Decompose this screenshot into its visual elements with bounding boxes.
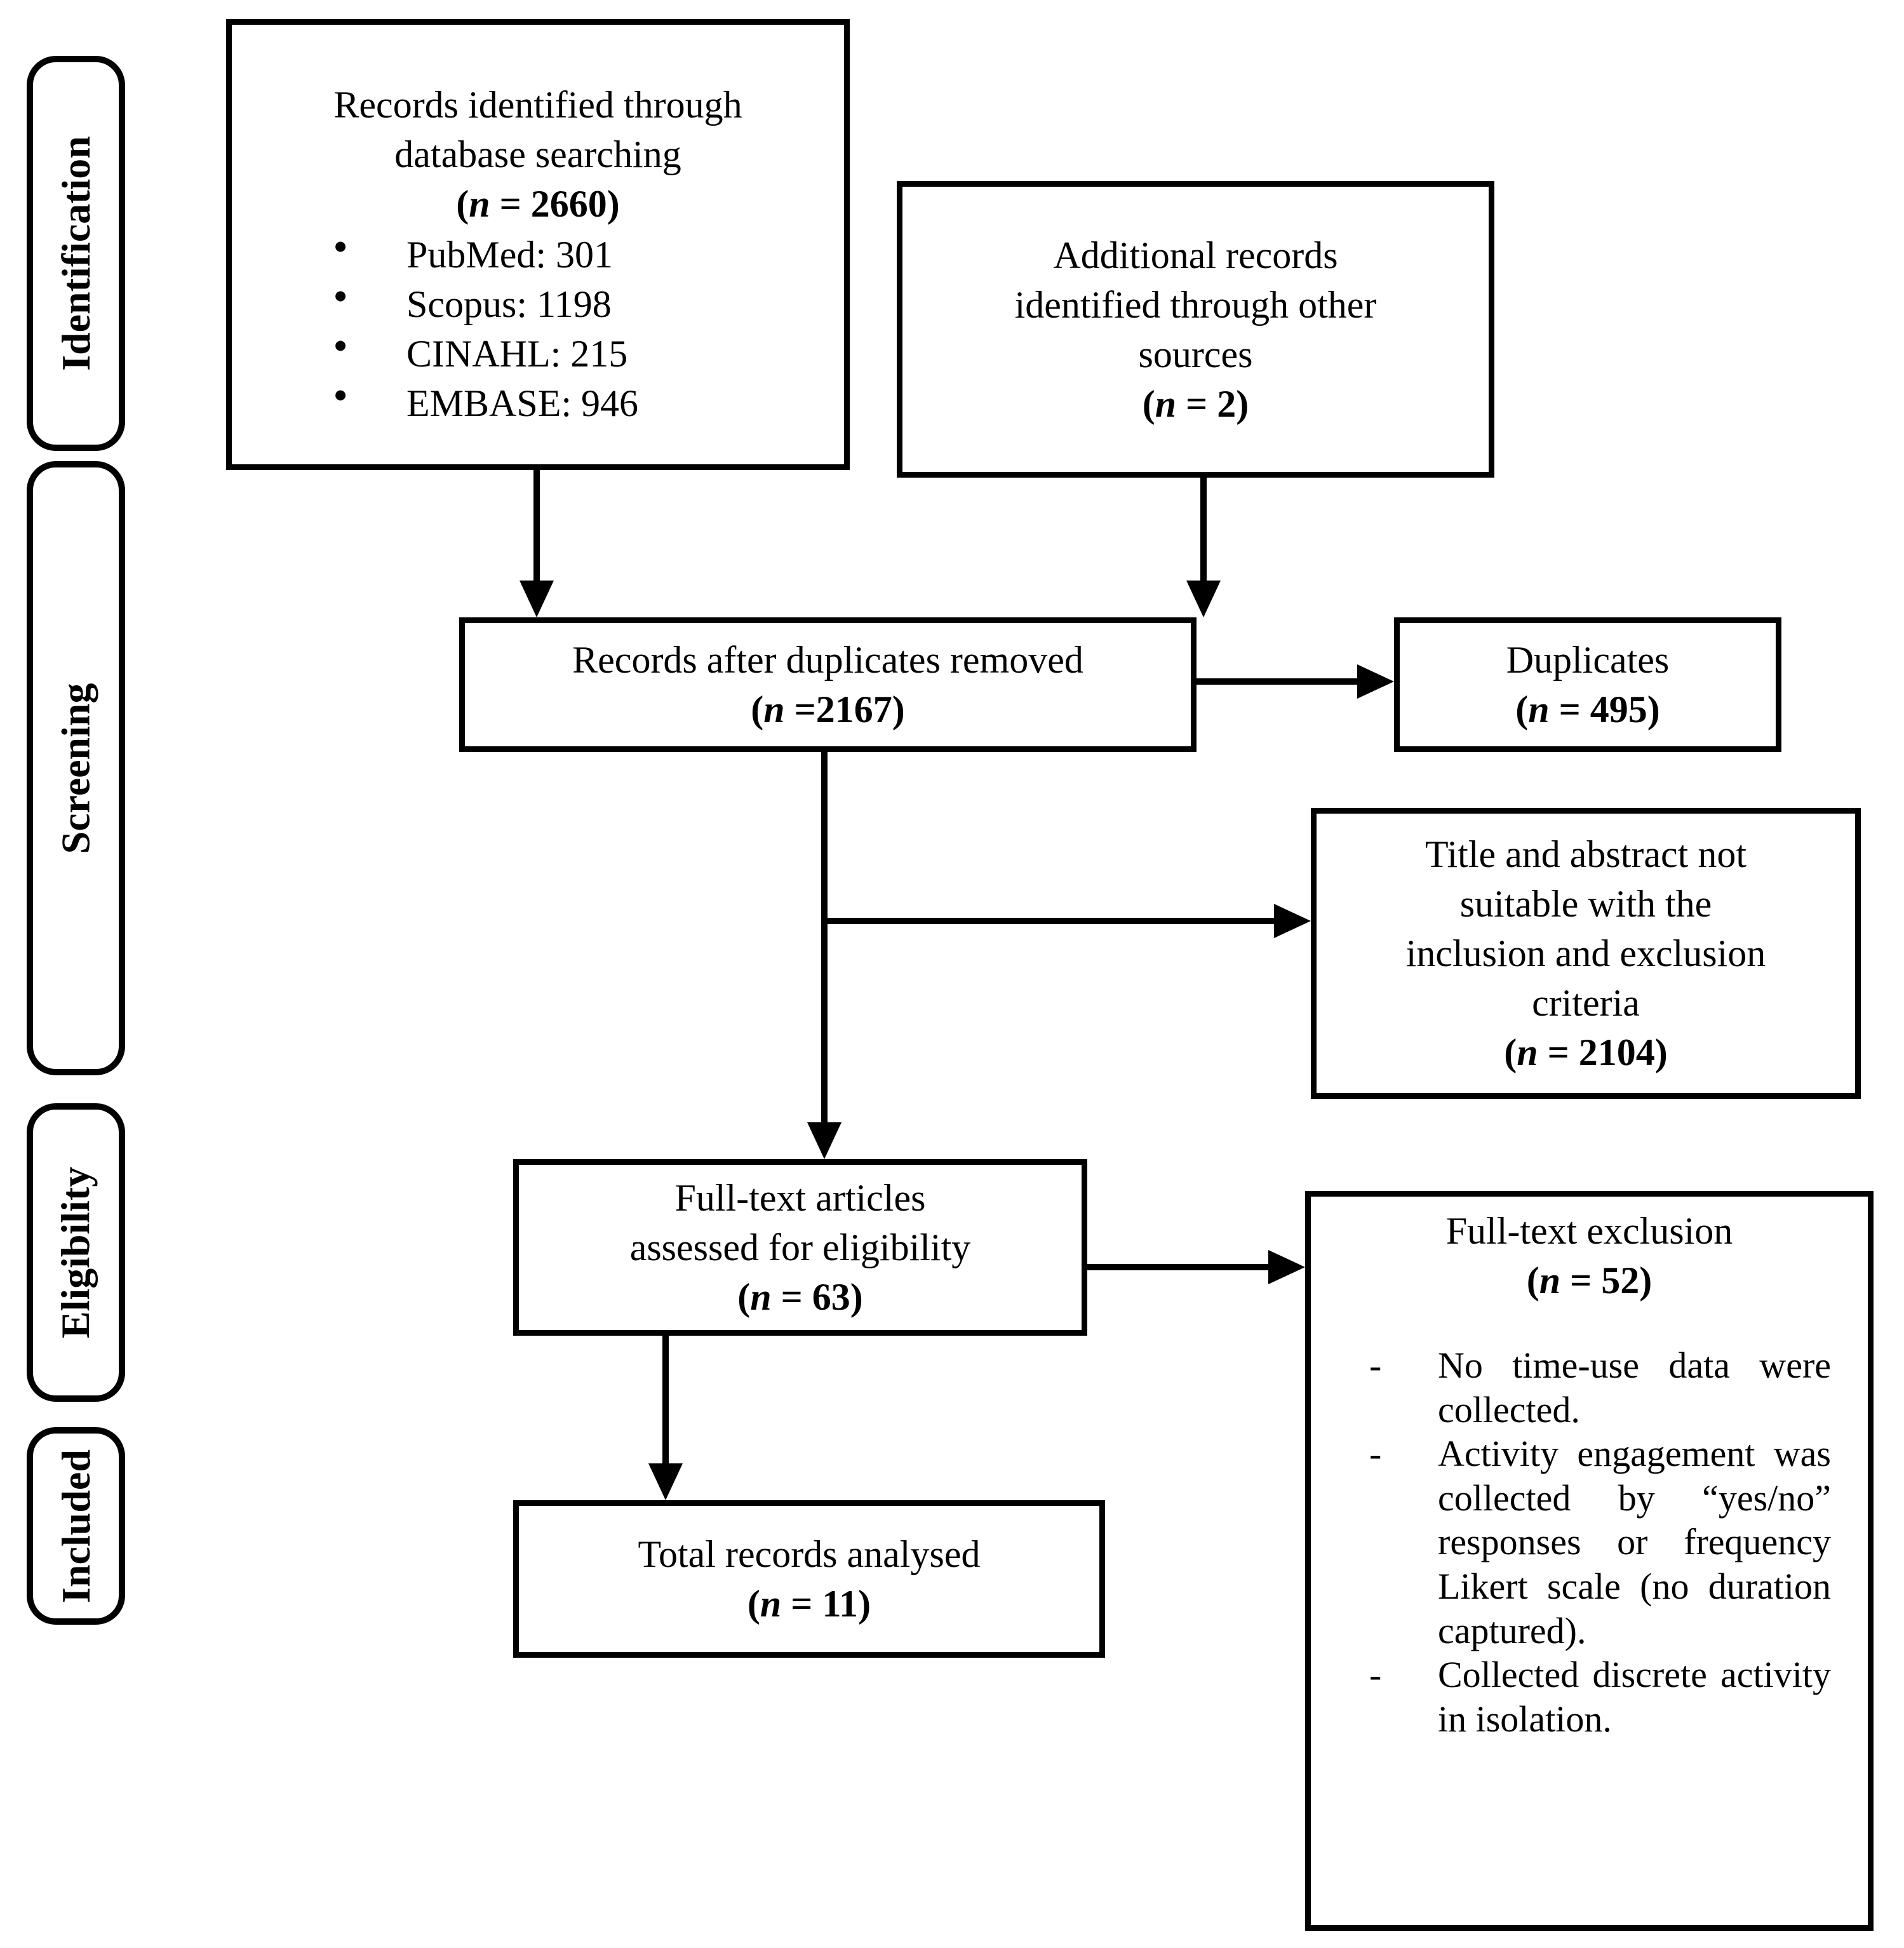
arrowhead-fulltext-to-exclusion bbox=[1268, 1250, 1305, 1284]
box-total-analysed-line1: Total records analysed bbox=[638, 1533, 981, 1575]
connector-additional-to-deduped bbox=[1200, 478, 1207, 584]
box-additional-records-line3: sources bbox=[1138, 333, 1253, 375]
box-title-abstract-excluded-count: (n = 2104) bbox=[1504, 1031, 1668, 1073]
bullet-pubmed: PubMed: 301 bbox=[333, 230, 638, 279]
box-records-after-duplicates-line1: Records after duplicates removed bbox=[572, 639, 1083, 681]
box-duplicates-line1: Duplicates bbox=[1506, 639, 1670, 681]
box-fulltext-assessed-count: (n = 63) bbox=[737, 1276, 863, 1318]
connector-fulltext-to-analysed bbox=[662, 1336, 669, 1465]
bullet-scopus: Scopus: 1198 bbox=[333, 279, 638, 329]
arrowhead-identified-to-deduped bbox=[520, 581, 554, 617]
stage-label-eligibility-text: Eligibility bbox=[53, 1166, 98, 1339]
box-fulltext-assessed-line2: assessed for eligibility bbox=[629, 1226, 971, 1268]
connector-identified-to-deduped bbox=[533, 470, 540, 584]
connector-deduped-to-fulltext bbox=[821, 752, 828, 1124]
arrowhead-spine-to-title-abstract bbox=[1274, 904, 1311, 938]
stage-label-eligibility: Eligibility bbox=[27, 1103, 125, 1402]
exclusion-reason-2: Activity engagement was collected by “ye… bbox=[1343, 1432, 1836, 1653]
arrowhead-additional-to-deduped bbox=[1186, 581, 1221, 617]
bullet-cinahl: CINAHL: 215 bbox=[333, 329, 638, 379]
box-additional-records: Additional records identified through ot… bbox=[897, 181, 1494, 478]
box-fulltext-exclusion-count: (n = 52) bbox=[1526, 1259, 1653, 1301]
box-fulltext-exclusion-line1: Full-text exclusion bbox=[1445, 1210, 1733, 1252]
stage-label-included-text: Included bbox=[53, 1449, 98, 1603]
box-total-analysed-count: (n = 11) bbox=[747, 1583, 871, 1625]
connector-fulltext-to-exclusion bbox=[1087, 1264, 1270, 1270]
box-records-after-duplicates: Records after duplicates removed (n =216… bbox=[459, 617, 1197, 752]
box-additional-records-line2: identified through other bbox=[1014, 283, 1377, 326]
box-records-identified-line2: database searching bbox=[394, 133, 681, 175]
arrowhead-deduped-to-fulltext bbox=[807, 1122, 841, 1159]
box-duplicates-count: (n = 495) bbox=[1515, 689, 1660, 730]
stage-label-identification: Identification bbox=[27, 56, 125, 451]
stage-label-included: Included bbox=[27, 1427, 125, 1625]
bullet-embase: EMBASE: 946 bbox=[333, 379, 638, 428]
stage-label-identification-text: Identification bbox=[53, 136, 98, 371]
box-title-abstract-excluded-line4: criteria bbox=[1532, 982, 1640, 1024]
box-fulltext-assessed-line1: Full-text articles bbox=[674, 1177, 926, 1219]
connector-deduped-to-duplicates bbox=[1197, 678, 1358, 685]
box-records-after-duplicates-count: (n =2167) bbox=[751, 689, 905, 730]
box-duplicates: Duplicates (n = 495) bbox=[1394, 617, 1781, 752]
exclusion-reason-1: No time-use data were collected. bbox=[1343, 1343, 1836, 1432]
box-fulltext-assessed: Full-text articles assessed for eligibil… bbox=[513, 1159, 1087, 1336]
box-additional-records-line1: Additional records bbox=[1053, 234, 1338, 276]
box-fulltext-exclusion: Full-text exclusion (n = 52) No time-use… bbox=[1305, 1191, 1874, 1931]
connector-spine-to-title-abstract bbox=[824, 918, 1275, 924]
box-title-abstract-excluded-line2: suitable with the bbox=[1459, 883, 1712, 925]
arrowhead-fulltext-to-analysed bbox=[648, 1463, 683, 1500]
box-title-abstract-excluded-line1: Title and abstract not bbox=[1425, 833, 1747, 875]
stage-label-screening: Screening bbox=[27, 461, 125, 1075]
database-bullet-list: PubMed: 301 Scopus: 1198 CINAHL: 215 EMB… bbox=[333, 230, 638, 428]
box-additional-records-count: (n = 2) bbox=[1142, 382, 1249, 425]
box-total-analysed: Total records analysed (n = 11) bbox=[513, 1500, 1105, 1658]
box-title-abstract-excluded-line3: inclusion and exclusion bbox=[1405, 932, 1766, 974]
box-title-abstract-excluded: Title and abstract not suitable with the… bbox=[1311, 808, 1861, 1099]
exclusion-reason-list: No time-use data were collected. Activit… bbox=[1343, 1343, 1836, 1741]
stage-label-screening-text: Screening bbox=[53, 682, 98, 854]
box-records-identified: Records identified through database sear… bbox=[226, 19, 850, 470]
box-records-identified-line1: Records identified through bbox=[333, 84, 742, 126]
arrowhead-deduped-to-duplicates bbox=[1357, 664, 1394, 699]
exclusion-reason-3: Collected discrete activity in isolation… bbox=[1343, 1653, 1836, 1741]
box-records-identified-count: (n = 2660) bbox=[456, 183, 620, 225]
